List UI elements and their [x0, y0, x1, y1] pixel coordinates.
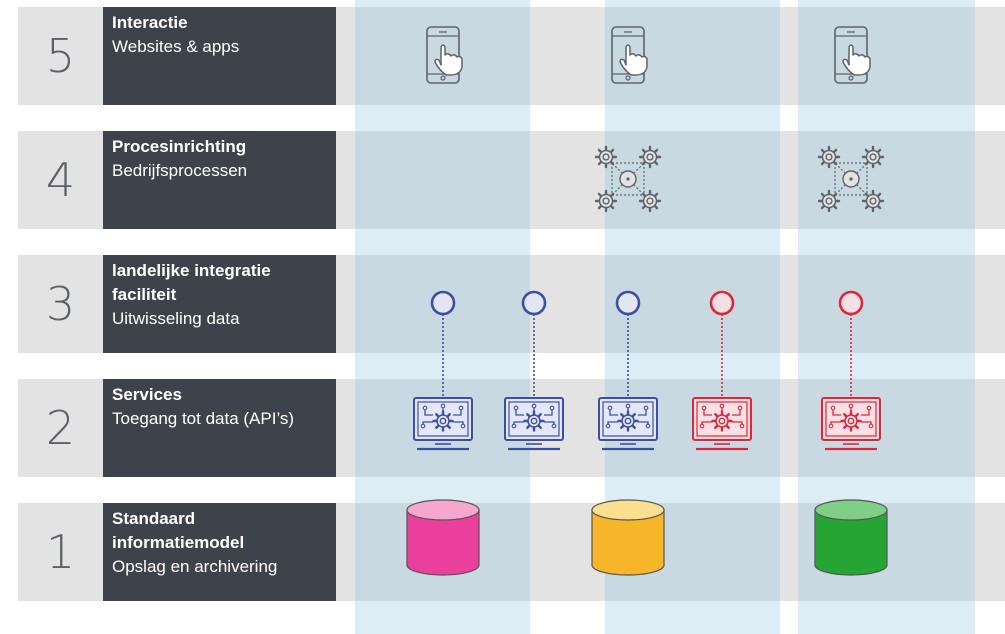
monitor-gear-icon: [821, 397, 881, 451]
node-circle-icon: [430, 290, 456, 396]
layer-subtitle: Bedrijfsprocessen: [112, 161, 248, 180]
layer-row-5: 5 Interactie Websites & apps: [18, 7, 1005, 105]
monitor-gear-icon: [598, 397, 658, 451]
layer-label: Standaard informatiemodel Opslag en arch…: [103, 503, 336, 601]
gears-network-icon: [594, 145, 662, 213]
node-circle-icon: [615, 290, 641, 396]
layer-title: Interactie: [112, 13, 188, 32]
database-cylinder-icon: [591, 499, 665, 576]
layer-label: Interactie Websites & apps: [103, 7, 336, 105]
monitor-gear-icon: [504, 397, 564, 451]
layer-number: 2: [45, 401, 76, 455]
layer-title: landelijke integratie faciliteit: [112, 261, 271, 304]
layer-label: Procesinrichting Bedrijfsprocessen: [103, 131, 336, 229]
smartphone-touch-icon: [834, 26, 871, 84]
smartphone-touch-icon: [611, 26, 648, 84]
layer-title: Services: [112, 385, 182, 404]
node-circle-icon: [838, 290, 864, 396]
layer-number: 5: [45, 29, 76, 83]
smartphone-touch-icon: [426, 26, 463, 84]
node-circle-icon: [709, 290, 735, 396]
layer-number: 1: [45, 525, 76, 579]
layer-subtitle: Uitwisseling data: [112, 309, 240, 328]
layer-row-4: 4 Procesinrichting Bedrijfsprocessen: [18, 131, 1005, 229]
layer-number: 3: [45, 277, 76, 331]
layer-number: 4: [45, 153, 76, 207]
layer-subtitle: Websites & apps: [112, 37, 240, 56]
layer-title: Standaard informatiemodel: [112, 509, 245, 552]
layer-label: Services Toegang tot data (API’s): [103, 379, 336, 477]
database-cylinder-icon: [406, 499, 480, 576]
layer-subtitle: Toegang tot data (API’s): [112, 409, 295, 428]
database-cylinder-icon: [814, 499, 888, 576]
gears-network-icon: [817, 145, 885, 213]
node-circle-icon: [521, 290, 547, 396]
layer-title: Procesinrichting: [112, 137, 247, 156]
monitor-gear-icon: [692, 397, 752, 451]
monitor-gear-icon: [413, 397, 473, 451]
layer-label: landelijke integratie faciliteit Uitwiss…: [103, 255, 336, 353]
layer-subtitle: Opslag en archivering: [112, 557, 278, 576]
